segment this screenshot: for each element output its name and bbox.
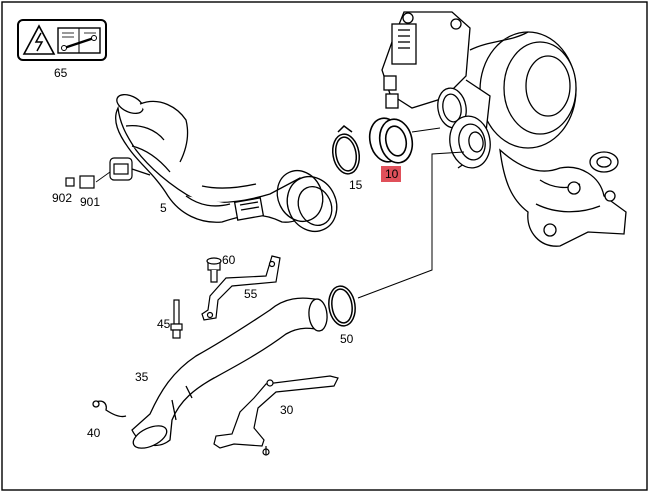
callout-45: 45 — [157, 317, 171, 331]
callout-10: 10 — [385, 167, 399, 181]
part-901-sensor[interactable] — [109, 157, 151, 181]
turbocharger-assembly[interactable] — [381, 11, 627, 247]
part-10-sealing-ring[interactable] — [366, 115, 416, 166]
part-55-bracket[interactable] — [201, 255, 281, 321]
callout-901: 901 — [80, 195, 100, 209]
part-45-stud[interactable] — [170, 299, 183, 339]
callout-10-highlight — [381, 166, 401, 182]
part-902-clip[interactable] — [65, 177, 75, 187]
part-35-charge-pipe[interactable] — [130, 297, 328, 453]
callout-35: 35 — [135, 370, 149, 384]
warning-electrical-icon — [22, 24, 56, 55]
callout-5: 5 — [160, 201, 167, 215]
part-50-o-ring[interactable] — [326, 284, 357, 327]
leader-10-to-turbo — [411, 127, 441, 133]
callout-30: 30 — [280, 403, 294, 417]
callout-15: 15 — [349, 178, 363, 192]
callout-902: 902 — [52, 191, 72, 205]
leader-901 — [95, 171, 111, 183]
part-15-hose-clamp[interactable] — [330, 125, 363, 176]
callout-65: 65 — [54, 66, 68, 80]
callout-60: 60 — [222, 253, 236, 267]
leader-50-to-turbo — [357, 151, 465, 299]
callout-55: 55 — [244, 287, 258, 301]
part-60-bolt[interactable] — [206, 257, 222, 283]
part-30-bracket[interactable] — [213, 375, 339, 456]
part-40-clip[interactable] — [92, 400, 127, 418]
part-65-label-plate[interactable] — [17, 19, 107, 61]
part-5-intake-hose[interactable] — [114, 91, 346, 240]
callout-40: 40 — [87, 426, 101, 440]
service-manual-wrench-icon — [57, 27, 101, 54]
part-901-connector[interactable] — [79, 175, 95, 189]
callout-50: 50 — [340, 332, 354, 346]
